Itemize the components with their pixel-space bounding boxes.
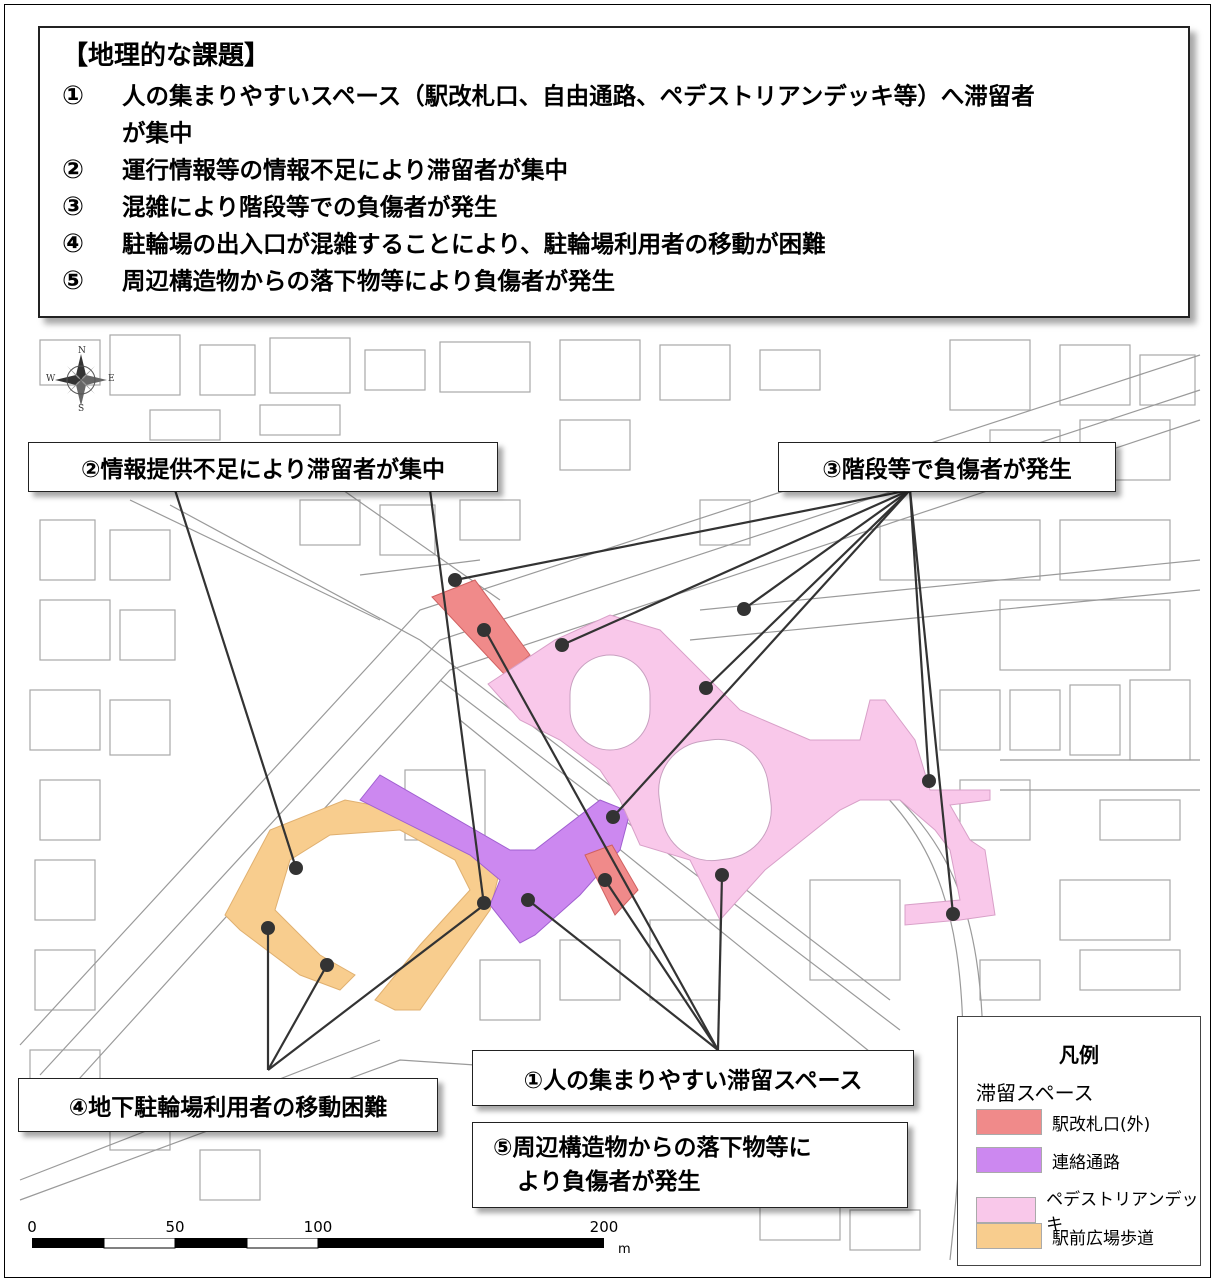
- scale-tick: 50: [165, 1218, 185, 1236]
- scale-bar: 0 50 100 200 m: [27, 1218, 632, 1258]
- legend-item: 駅前広場歩道: [976, 1223, 1154, 1249]
- issues-title: 【地理的な課題】: [62, 41, 271, 71]
- issue-number: ①: [62, 81, 85, 111]
- callout-falling-objects: ⑤周辺構造物からの落下物等に より負傷者が発生: [472, 1122, 908, 1208]
- issue-number: ⑤: [62, 266, 85, 296]
- issues-box: 【地理的な課題】 ① 人の集まりやすいスペース（駅改札口、自由通路、ペデストリア…: [38, 26, 1190, 318]
- legend-label: 駅前広場歩道: [1052, 1228, 1154, 1249]
- compass-e-label: E: [108, 374, 115, 384]
- issue-text-continuation: が集中: [122, 119, 193, 147]
- issue-item: ④ 駐輪場の出入口が混雑することにより、駐輪場利用者の移動が困難: [62, 226, 1166, 263]
- scale-tick: 100: [303, 1218, 333, 1236]
- callout-bicycle-parking: ④地下駐輪場利用者の移動困難: [18, 1078, 438, 1132]
- stagnation-areas: [224, 579, 996, 1011]
- issue-text: 混雑により階段等での負傷者が発生: [122, 193, 498, 221]
- callout-falling-line1: ⑤周辺構造物からの落下物等に: [493, 1135, 812, 1161]
- roads-and-tracks: [19, 354, 1201, 1261]
- callout-leader-lines: [173, 488, 955, 1071]
- legend-subtitle: 滞留スペース: [976, 1081, 1094, 1105]
- legend-swatch: [976, 1223, 1042, 1249]
- issue-item: ① 人の集まりやすいスペース（駅改札口、自由通路、ペデストリアンデッキ等）へ滞留…: [62, 78, 1166, 152]
- legend-swatch: [976, 1197, 1037, 1223]
- legend-title: 凡例: [1059, 1043, 1099, 1067]
- building-outlines: [29, 334, 1196, 1251]
- callout-markers: [261, 573, 960, 972]
- issue-number: ④: [62, 229, 85, 259]
- issue-item: ② 運行情報等の情報不足により滞留者が集中: [62, 152, 1166, 189]
- legend-label: ペデストリアンデッキ: [1046, 1190, 1199, 1235]
- legend-label: 連絡通路: [1052, 1152, 1120, 1173]
- compass-rose-icon: [55, 354, 107, 406]
- legend-label: 駅改札口(外): [1052, 1114, 1151, 1135]
- issue-text: 周辺構造物からの落下物等により負傷者が発生: [122, 267, 616, 295]
- compass-s-label: S: [78, 404, 85, 414]
- compass-w-label: W: [46, 374, 56, 384]
- legend-item: 駅改札口(外): [976, 1109, 1150, 1135]
- issue-number: ②: [62, 155, 85, 185]
- callout-info-shortage: ②情報提供不足により滞留者が集中: [28, 442, 498, 492]
- issue-text: 運行情報等の情報不足により滞留者が集中: [122, 156, 569, 184]
- callout-crowd-space: ①人の集まりやすい滞留スペース: [472, 1050, 914, 1106]
- issue-item: ⑤ 周辺構造物からの落下物等により負傷者が発生: [62, 263, 1166, 300]
- legend: 凡例 滞留スペース 駅改札口(外) 連絡通路 ペデストリアンデッキ 駅前広場歩道: [957, 1016, 1201, 1266]
- legend-item: ペデストリアンデッキ: [976, 1185, 1200, 1235]
- issue-item: ③ 混雑により階段等での負傷者が発生: [62, 189, 1166, 226]
- scale-unit: m: [618, 1242, 631, 1257]
- legend-item: 連絡通路: [976, 1147, 1120, 1173]
- scale-tick: 0: [27, 1218, 37, 1236]
- callout-falling-line2: より負傷者が発生: [517, 1169, 701, 1195]
- issue-number: ③: [62, 192, 85, 222]
- issue-text: 人の集まりやすいスペース（駅改札口、自由通路、ペデストリアンデッキ等）へ滞留者 …: [122, 78, 1035, 152]
- legend-swatch: [976, 1147, 1042, 1173]
- compass-n-label: N: [78, 346, 86, 356]
- scale-bar-graphic: [32, 1238, 604, 1249]
- issue-text: 駐輪場の出入口が混雑することにより、駐輪場利用者の移動が困難: [122, 230, 826, 258]
- scale-tick: 200: [589, 1218, 619, 1236]
- issue-text-line: 人の集まりやすいスペース（駅改札口、自由通路、ペデストリアンデッキ等）へ滞留者: [122, 82, 1035, 110]
- legend-swatch: [976, 1109, 1042, 1135]
- callout-stairs-injury: ③階段等で負傷者が発生: [778, 442, 1116, 492]
